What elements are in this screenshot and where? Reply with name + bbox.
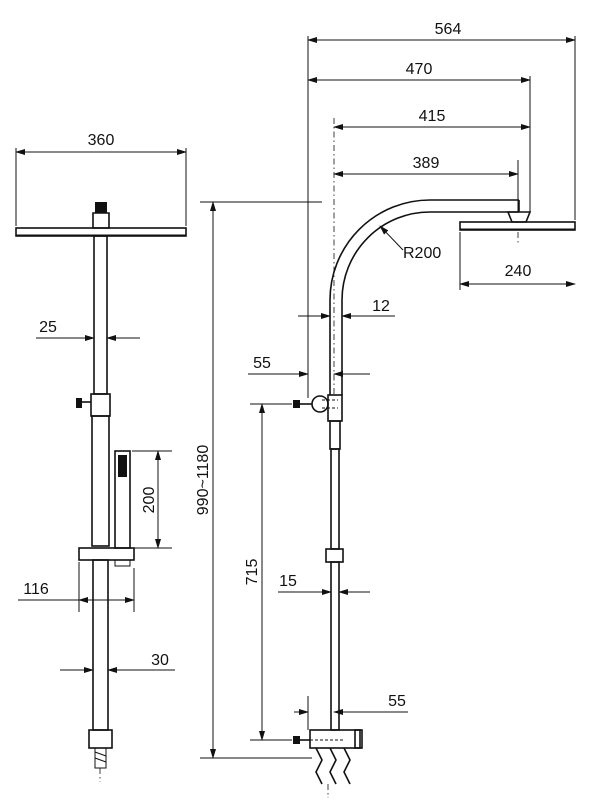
hand-shower-front <box>78 450 135 567</box>
dim-holder-width: 116 <box>23 581 49 598</box>
dim-left-head-width: 360 <box>88 132 115 149</box>
dim-arm-projection-outer: 470 <box>406 61 433 78</box>
rain-shower-head-front <box>15 202 187 237</box>
dim-handset-height: 200 <box>141 487 158 514</box>
dim-slider-pipe-diameter: 15 <box>279 573 297 590</box>
rain-shower-head-side <box>459 211 576 244</box>
slider-side <box>325 548 344 563</box>
dim-arm-projection-inner: 415 <box>419 108 446 125</box>
front-view: 360 25 200 116 30 <box>15 132 187 782</box>
dim-arm-projection-head: 389 <box>413 155 440 172</box>
riser-pipe-front <box>76 235 113 782</box>
dim-bend-radius: R200 <box>403 245 441 262</box>
shower-arm <box>329 199 519 395</box>
diverter-side <box>293 394 343 422</box>
dim-arm-pipe-diameter: 12 <box>372 298 390 315</box>
dim-right-head-width: 240 <box>505 263 532 280</box>
mixer-body-side <box>293 729 363 798</box>
dim-mixer-offset: 55 <box>388 693 406 710</box>
dim-lower-pipe-diameter: 30 <box>151 652 169 669</box>
dim-mixer-to-diverter: 715 <box>244 559 261 586</box>
dim-overall-projection: 564 <box>435 21 462 38</box>
total-height-dimension: 990~1180 <box>195 201 322 759</box>
side-view: 564 470 415 389 R200 240 12 55 715 <box>244 21 576 798</box>
dim-total-height: 990~1180 <box>195 445 212 516</box>
dim-left-pipe-diameter: 25 <box>39 319 57 336</box>
dim-diverter-offset: 55 <box>253 355 271 372</box>
